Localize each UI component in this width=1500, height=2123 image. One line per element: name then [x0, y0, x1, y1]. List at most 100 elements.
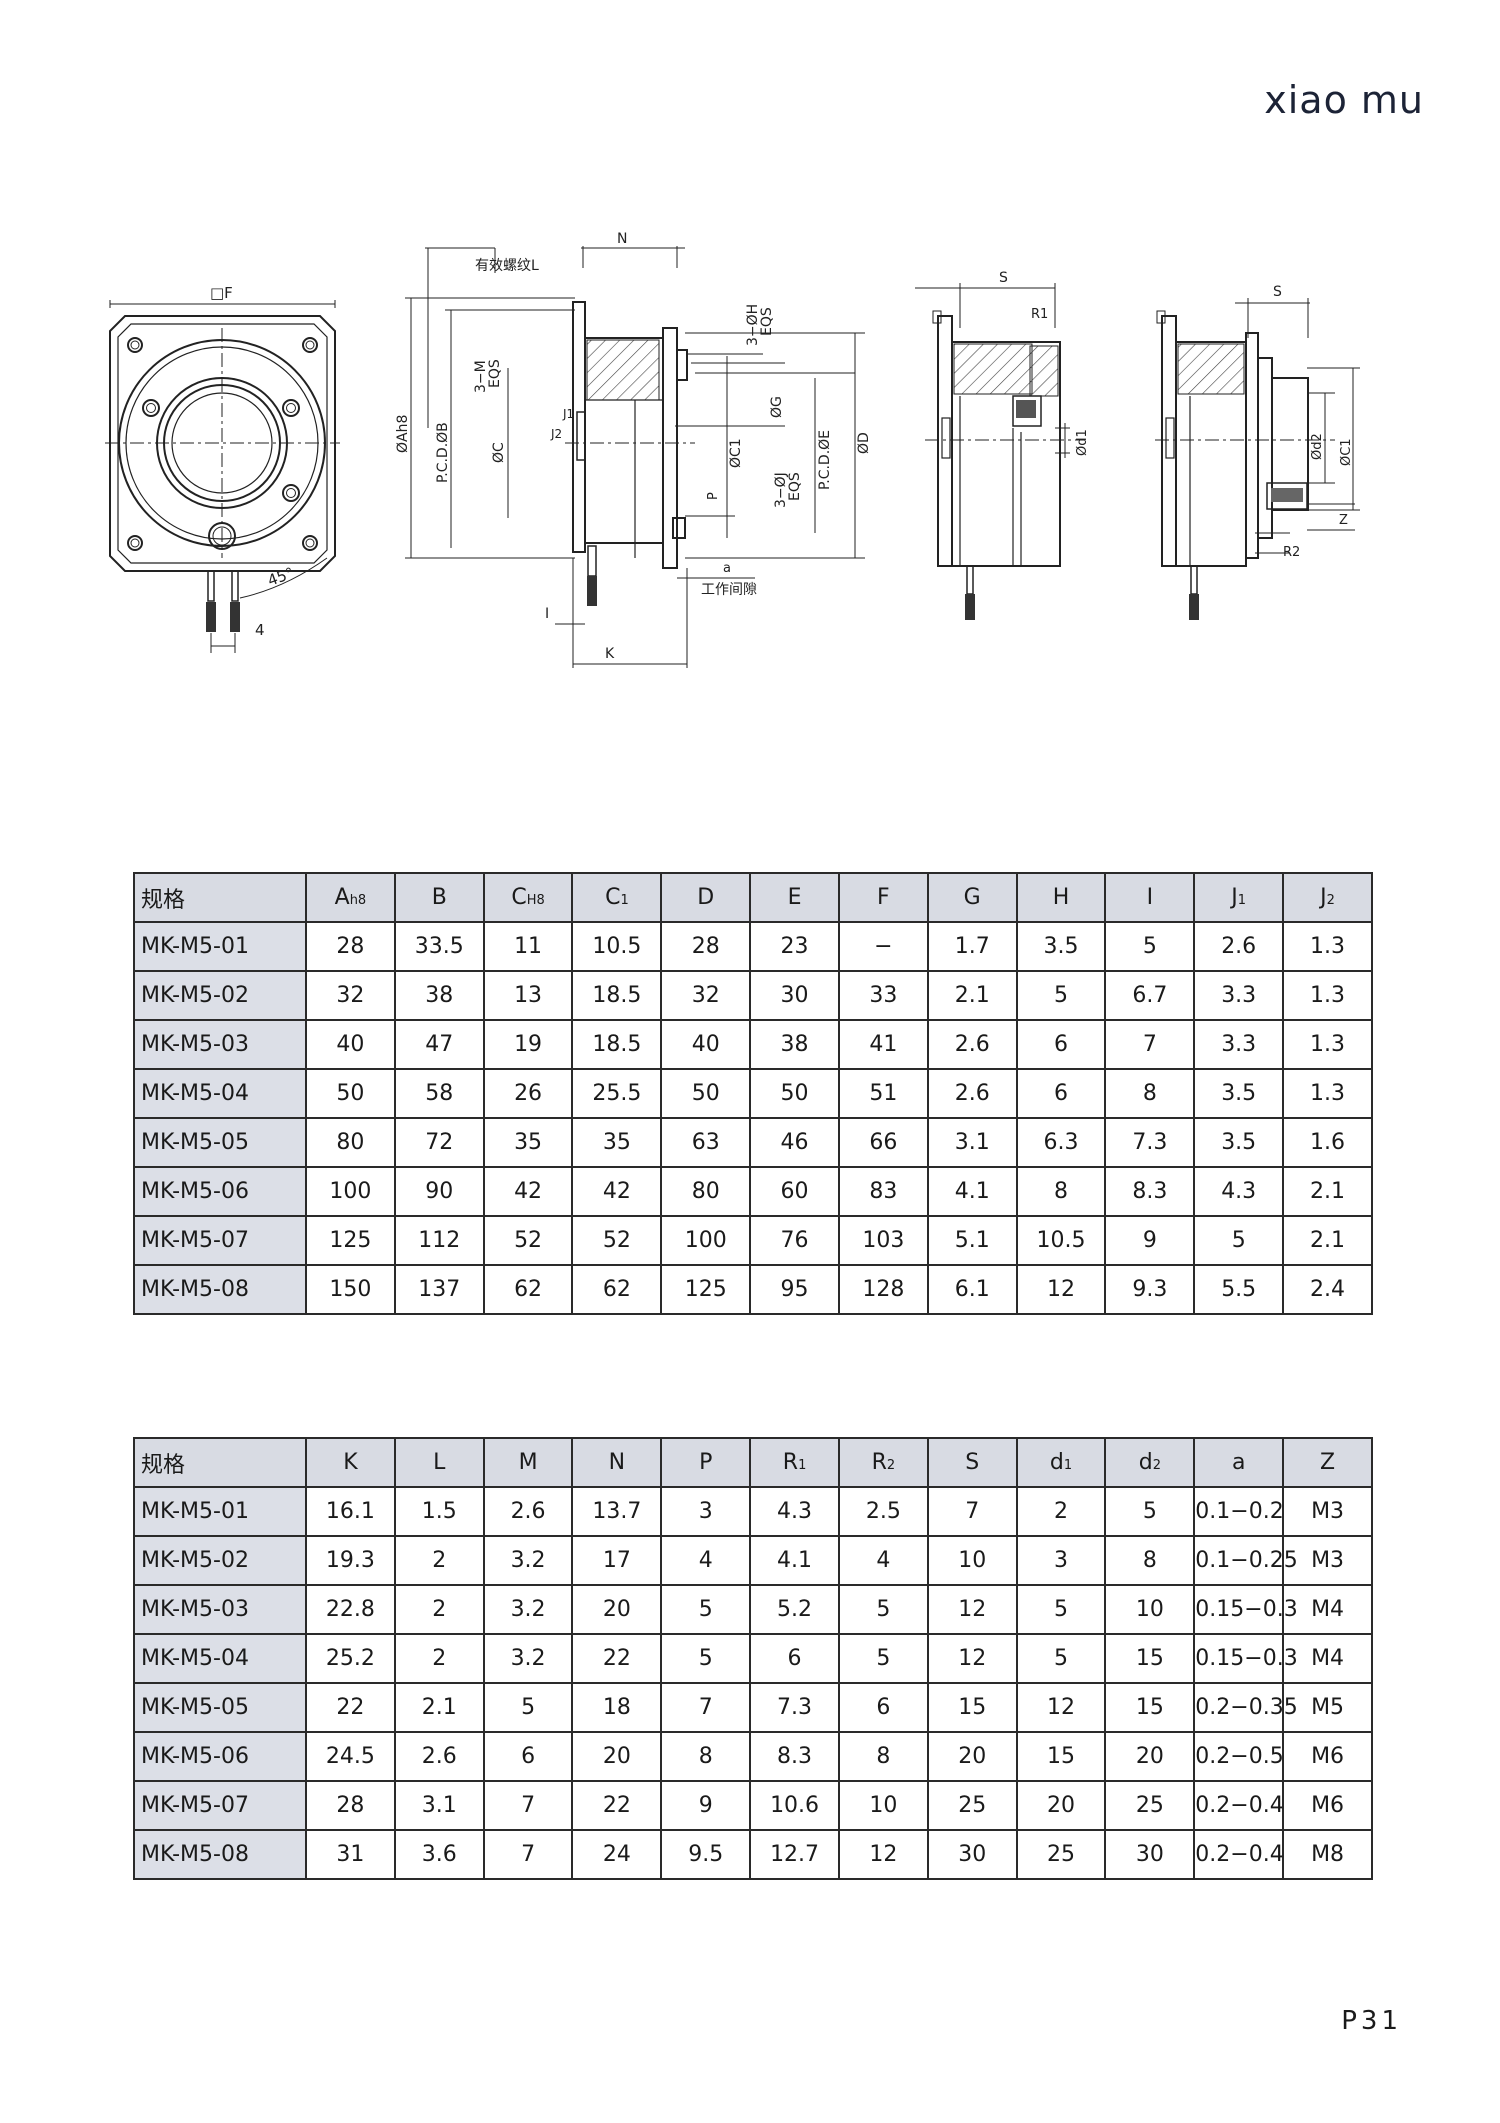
table-cell: 58 — [393, 1068, 485, 1119]
s-dim-label: S — [999, 270, 1008, 286]
table-cell: 8 — [1104, 1068, 1196, 1119]
table-cell: 24 — [571, 1829, 663, 1880]
table-cell: 30 — [1104, 1829, 1196, 1880]
table-cell: 1.7 — [926, 921, 1018, 972]
table-cell: 19.3 — [305, 1535, 396, 1586]
table-cell: 22 — [571, 1780, 663, 1831]
header-subscript: h8 — [349, 893, 367, 908]
table-cell: 100 — [305, 1166, 396, 1217]
table-cell: 3.2 — [482, 1584, 574, 1635]
table-cell: 10.5 — [1015, 1215, 1107, 1266]
table-cell: 24.5 — [305, 1731, 396, 1782]
table-cell: 18.5 — [571, 1019, 663, 1070]
row-label: MK-M5-01 — [133, 921, 307, 972]
i-dim-label: I — [545, 606, 549, 622]
table-cell: M6 — [1282, 1780, 1373, 1831]
side-view: 有效螺纹L N ØAh8 P.C.D.ØB 3−M EQS ØC J1 J2 3… — [395, 231, 872, 668]
header-subscript: H8 — [526, 893, 545, 908]
j2-label: J2 — [550, 427, 562, 441]
table-cell: 31 — [305, 1829, 396, 1880]
column-header: J1 — [1193, 872, 1285, 923]
table-cell: 2.1 — [1282, 1215, 1373, 1266]
table-cell: 60 — [749, 1166, 840, 1217]
table-cell: 50 — [749, 1068, 840, 1119]
dia-c1-label: ØC1 — [728, 438, 744, 468]
table-cell: 6.3 — [1015, 1117, 1107, 1168]
row-label: MK-M5-04 — [133, 1068, 307, 1119]
table-cell: 125 — [305, 1215, 396, 1266]
table-cell: 12 — [926, 1633, 1018, 1684]
table-cell: 15 — [1104, 1682, 1196, 1733]
z-dim-label: Z — [1339, 513, 1348, 528]
table-cell: 2.6 — [926, 1068, 1018, 1119]
a-dim-label: a — [723, 561, 731, 576]
r1-dim-label: R1 — [1031, 307, 1048, 322]
table-cell: 3.3 — [1193, 1019, 1285, 1070]
column-header: G — [926, 872, 1018, 923]
table-cell: 22 — [571, 1633, 663, 1684]
table-cell: 0.1−0.25 — [1193, 1535, 1298, 1586]
table-cell: 7.3 — [749, 1682, 840, 1733]
table-cell: 20 — [926, 1731, 1018, 1782]
table-cell: 8.3 — [1104, 1166, 1196, 1217]
table-cell: 137 — [393, 1264, 485, 1315]
table-cell: − — [837, 921, 929, 972]
table-cell: 0.15−0.3 — [1193, 1633, 1298, 1684]
column-header: R1 — [749, 1437, 840, 1488]
table-cell: 1.6 — [1282, 1117, 1373, 1168]
table-cell: 66 — [837, 1117, 929, 1168]
table-cell: 30 — [926, 1829, 1018, 1880]
table-cell: 52 — [571, 1215, 663, 1266]
table-cell: 8 — [1015, 1166, 1107, 1217]
column-header: B — [393, 872, 485, 923]
d2-dim-label: Ød2 — [1310, 433, 1325, 460]
table-cell: 128 — [837, 1264, 929, 1315]
table-cell: 3.2 — [482, 1535, 574, 1586]
table-cell: 16.1 — [305, 1486, 396, 1537]
table-cell: 1.5 — [393, 1486, 485, 1537]
hole-j-eqs: EQS — [787, 472, 803, 501]
table-cell: 7.3 — [1104, 1117, 1196, 1168]
table-cell: 26 — [482, 1068, 574, 1119]
table-cell: 3.3 — [1193, 970, 1285, 1021]
row-label: MK-M5-02 — [133, 1535, 307, 1586]
table-cell: 15 — [1015, 1731, 1107, 1782]
table-cell: 5 — [837, 1584, 929, 1635]
column-header: S — [926, 1437, 1018, 1488]
table-cell: 1.3 — [1282, 970, 1373, 1021]
table-cell: 7 — [1104, 1019, 1196, 1070]
p-dim-label: P — [706, 492, 721, 500]
row-label: MK-M5-01 — [133, 1486, 307, 1537]
table-cell: 9.3 — [1104, 1264, 1196, 1315]
table-cell: 50 — [305, 1068, 396, 1119]
table-cell: 3.5 — [1193, 1068, 1285, 1119]
table-cell: 3.2 — [482, 1633, 574, 1684]
table-cell: 125 — [660, 1264, 752, 1315]
column-header: C1 — [571, 872, 663, 923]
table-cell: 47 — [393, 1019, 485, 1070]
table-cell: 2.1 — [926, 970, 1018, 1021]
table-cell: 103 — [837, 1215, 929, 1266]
table-cell: 22 — [305, 1682, 396, 1733]
table-cell: 9 — [1104, 1215, 1196, 1266]
table-cell: 46 — [749, 1117, 840, 1168]
table-cell: 90 — [393, 1166, 485, 1217]
table-cell: 5 — [1015, 1633, 1107, 1684]
column-header: I — [1104, 872, 1196, 923]
table-cell: 12 — [837, 1829, 929, 1880]
table-cell: 0.15−0.3 — [1193, 1584, 1298, 1635]
table-cell: 2.6 — [1193, 921, 1285, 972]
table-cell: 112 — [393, 1215, 485, 1266]
table-cell: 52 — [482, 1215, 574, 1266]
table-cell: 7 — [660, 1682, 752, 1733]
hole-m-eqs: EQS — [487, 359, 503, 388]
front-square-label: □F — [210, 284, 233, 302]
row-label: MK-M5-02 — [133, 970, 307, 1021]
table-cell: 18.5 — [571, 970, 663, 1021]
table-cell: 5 — [660, 1633, 752, 1684]
row-label: MK-M5-08 — [133, 1264, 307, 1315]
